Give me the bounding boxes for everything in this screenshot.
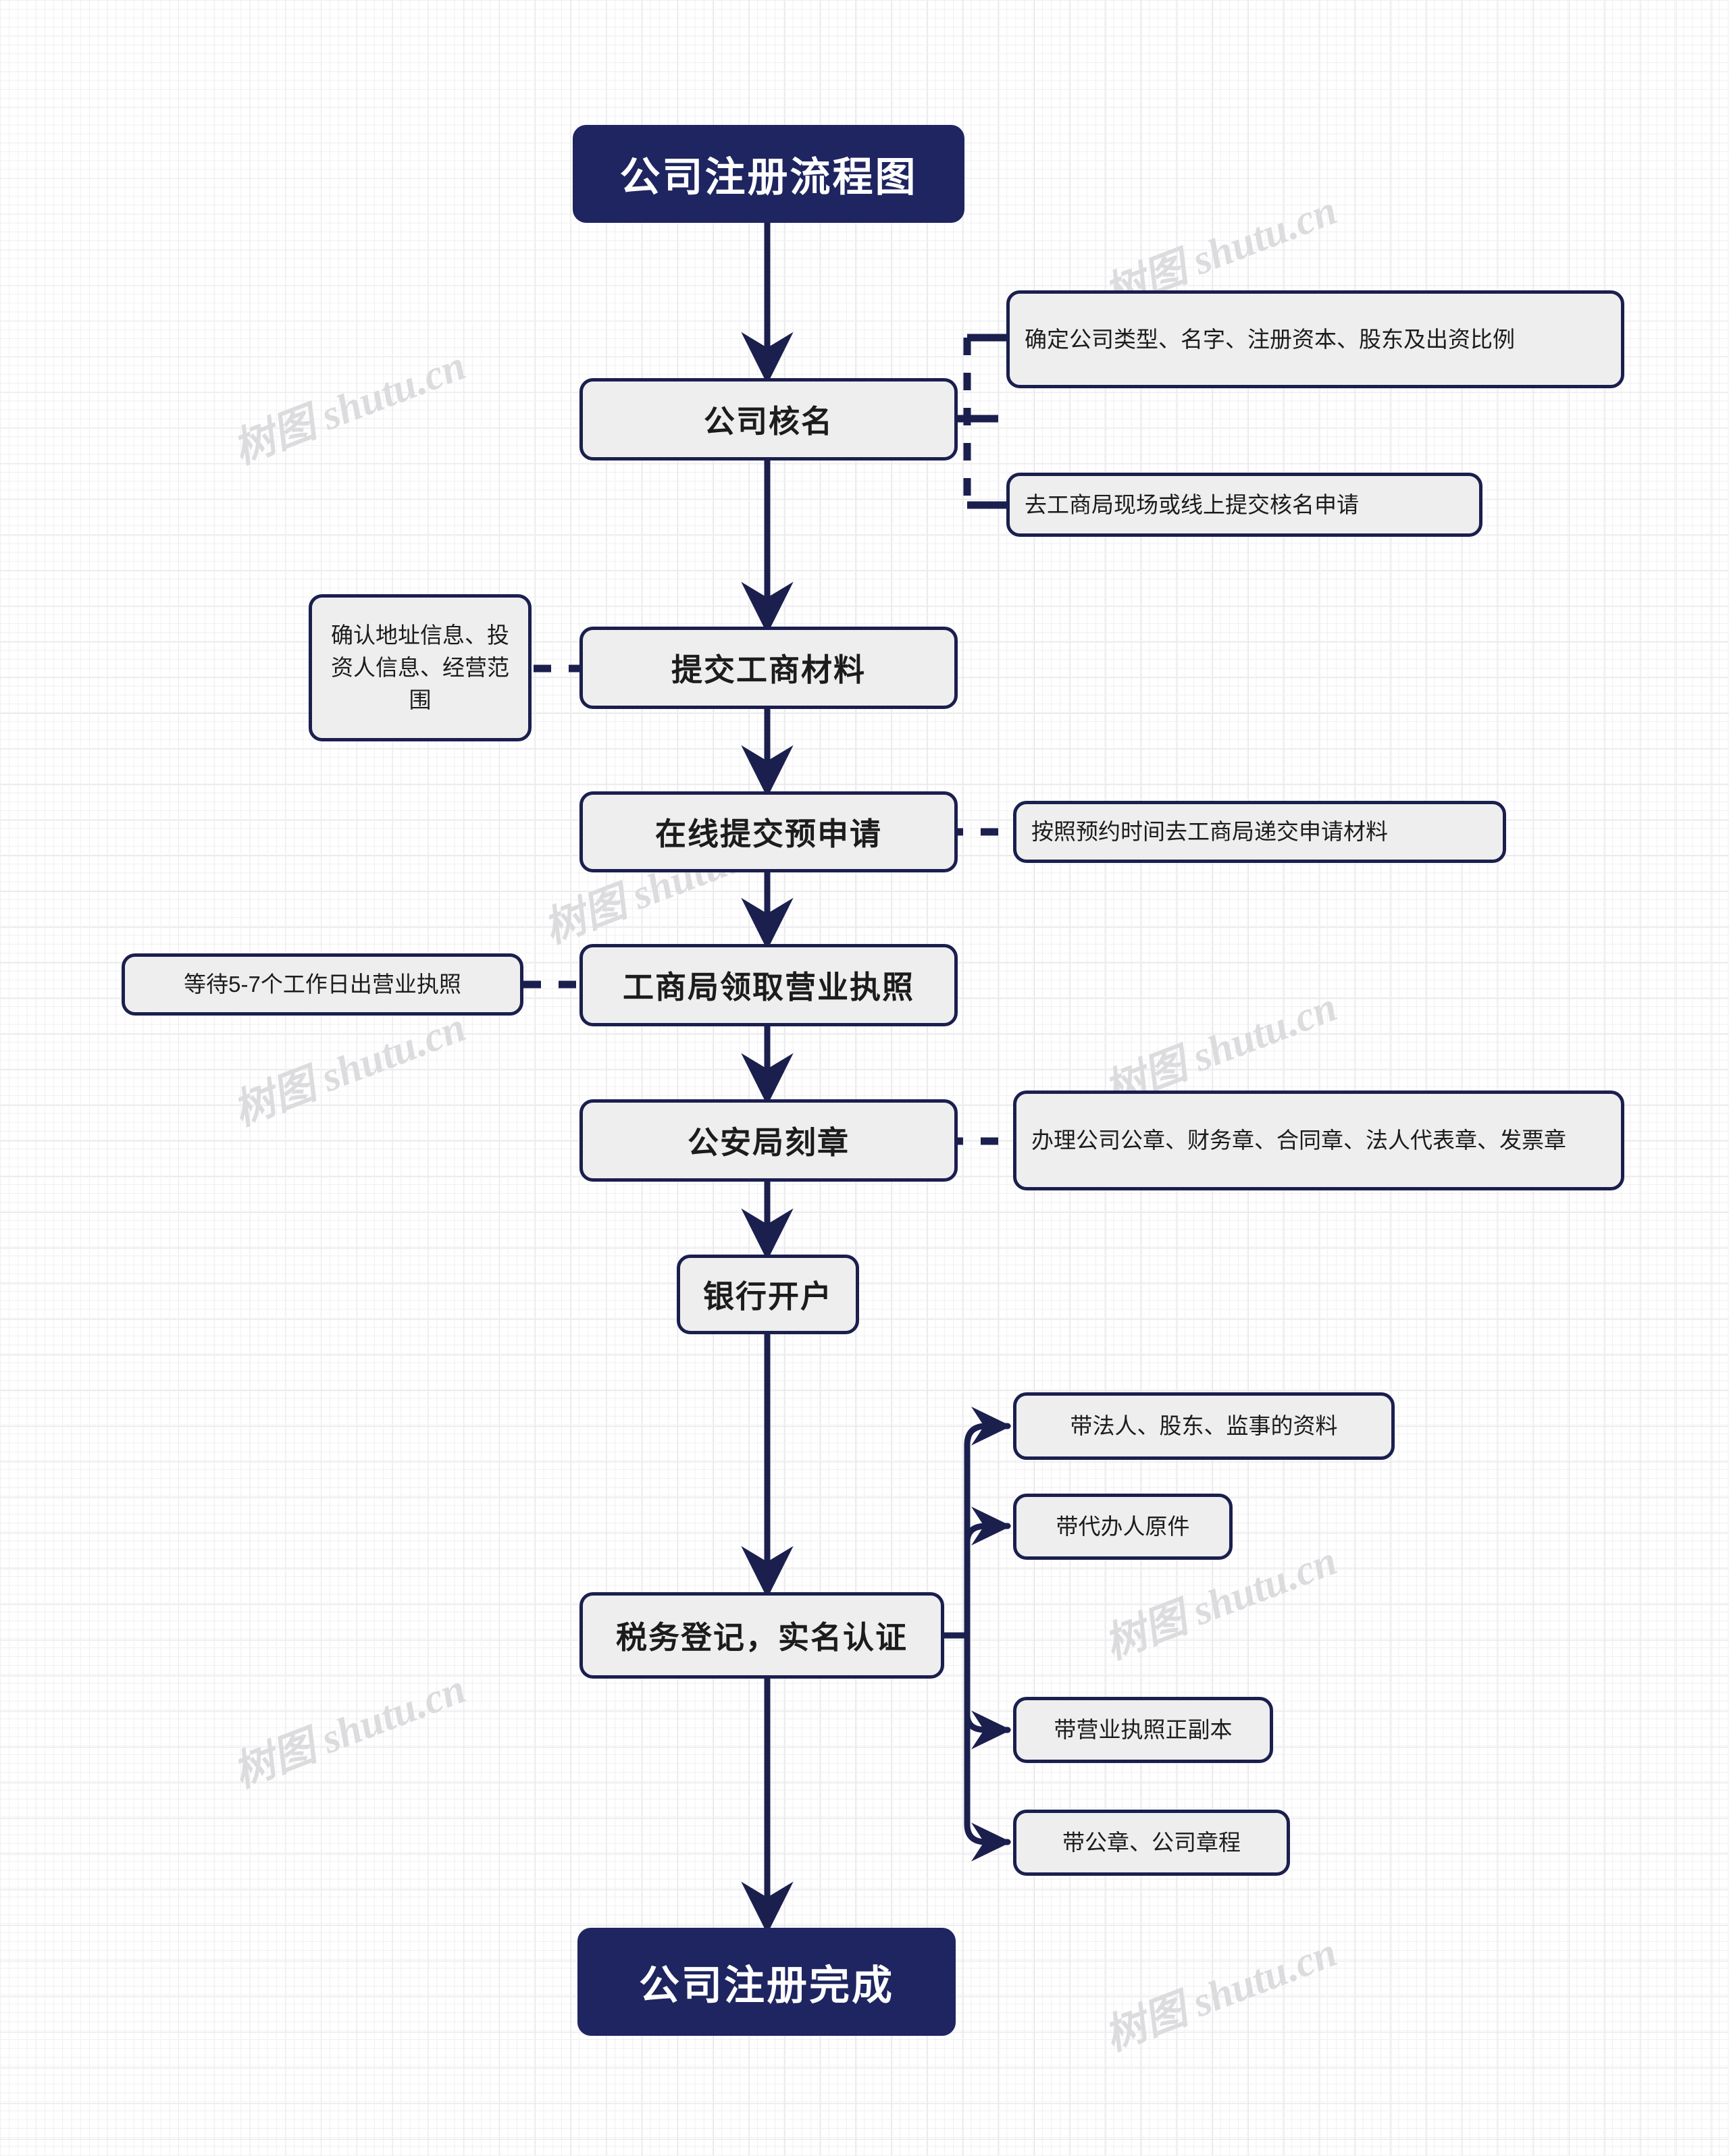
note-text: 按照预约时间去工商局递交申请材料 <box>1031 819 1388 845</box>
note-text: 去工商局现场或线上提交核名申请 <box>1025 492 1359 517</box>
step-node-police-seals[interactable]: 公安局刻章 <box>579 1099 958 1182</box>
step-node-company-name[interactable]: 公司核名 <box>579 378 958 461</box>
connector-tax-branch-2 <box>964 1506 1012 1546</box>
branch-note-seal-articles: 带公章、公司章程 <box>1013 1810 1290 1876</box>
end-node-label: 公司注册完成 <box>639 1962 894 2008</box>
step-label: 在线提交预申请 <box>655 816 882 851</box>
step-node-collect-license[interactable]: 工商局领取营业执照 <box>579 944 958 1026</box>
diagram-title: 公司注册流程图 <box>573 125 964 223</box>
step-label: 税务登记，实名认证 <box>616 1620 908 1655</box>
note-license-wait: 等待5-7个工作日出营业执照 <box>122 953 523 1016</box>
branch-note-license-copies: 带营业执照正副本 <box>1013 1697 1273 1763</box>
note-seals: 办理公司公章、财务章、合同章、法人代表章、发票章 <box>1013 1090 1624 1190</box>
step-node-tax-registration[interactable]: 税务登记，实名认证 <box>579 1592 944 1679</box>
end-node: 公司注册完成 <box>577 1928 956 2036</box>
branch-label: 带公章、公司章程 <box>1062 1830 1241 1856</box>
note-text: 等待5-7个工作日出营业执照 <box>184 972 461 997</box>
branch-label: 带法人、股东、监事的资料 <box>1070 1413 1338 1439</box>
step-label: 公安局刻章 <box>688 1125 850 1160</box>
branch-label: 带营业执照正副本 <box>1054 1717 1233 1743</box>
diagram-title-label: 公司注册流程图 <box>619 155 918 200</box>
step-node-online-pre-application[interactable]: 在线提交预申请 <box>579 791 958 872</box>
step-label: 公司核名 <box>704 404 833 439</box>
watermark: 树图 shutu.cn <box>227 1666 472 1797</box>
step-label: 提交工商材料 <box>671 652 866 687</box>
note-pre-application: 按照预约时间去工商局递交申请材料 <box>1013 801 1506 863</box>
connector-tax-branch-4 <box>964 1821 1012 1862</box>
note-company-name-2: 去工商局现场或线上提交核名申请 <box>1006 473 1482 537</box>
watermark: 树图 shutu.cn <box>1098 1929 1343 2060</box>
note-text: 确定公司类型、名字、注册资本、股东及出资比例 <box>1025 326 1515 352</box>
branch-note-legal-docs: 带法人、股东、监事的资料 <box>1013 1392 1395 1460</box>
watermark: 树图 shutu.cn <box>227 342 472 473</box>
step-label: 银行开户 <box>703 1279 833 1314</box>
step-node-submit-materials[interactable]: 提交工商材料 <box>579 627 958 709</box>
step-label: 工商局领取营业执照 <box>623 970 914 1005</box>
branch-label: 带代办人原件 <box>1056 1514 1190 1540</box>
note-text: 办理公司公章、财务章、合同章、法人代表章、发票章 <box>1031 1128 1566 1153</box>
note-submit-materials: 确认地址信息、投资人信息、经营范围 <box>309 594 532 741</box>
connector-tax-branch-3 <box>964 1710 1012 1750</box>
step-node-bank-account[interactable]: 银行开户 <box>677 1255 859 1334</box>
note-company-name-1: 确定公司类型、名字、注册资本、股东及出资比例 <box>1006 290 1624 388</box>
note-text: 确认地址信息、投资人信息、经营范围 <box>331 623 509 712</box>
connector-tax-branch-1 <box>964 1406 1012 1448</box>
branch-note-agent-original: 带代办人原件 <box>1013 1494 1233 1560</box>
